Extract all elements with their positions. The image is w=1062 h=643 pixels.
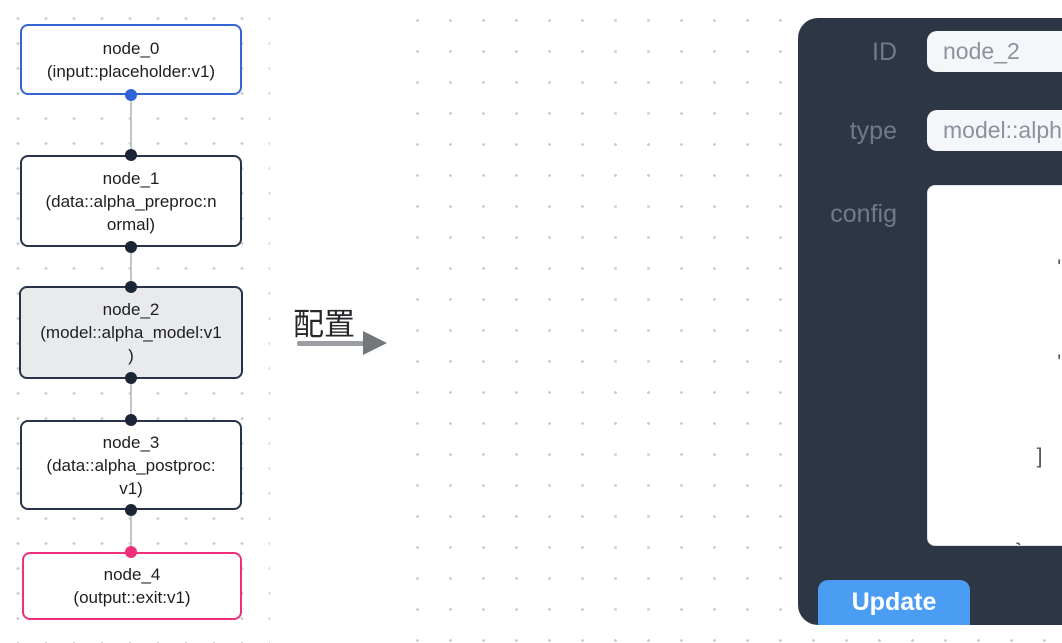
node-title: node_2 [102,300,160,319]
right-arrow-icon [297,341,365,346]
node-title: node_4 [103,565,161,584]
node-subtitle: (input::placeholder:v1) [46,61,216,81]
config-line: "pred" [954,347,1062,379]
flow-canvas: node_0 (input::placeholder:v1) node_1 (d… [0,0,270,643]
flow-node-3[interactable]: node_3 (data::alpha_postproc: v1) [20,420,242,510]
config-textarea[interactable]: "raw_action", "pred" ] }, "trace": { "sc… [927,185,1062,546]
id-input[interactable] [927,31,1062,72]
type-input[interactable] [927,110,1062,151]
node-title: node_0 [102,38,160,58]
flow-node-2-selected[interactable]: node_2 (model::alpha_model:v1 ) [19,286,243,379]
node-config-panel: ID type config "raw_action", "pred" ] },… [798,18,1062,625]
handle-node3-source[interactable] [125,504,137,516]
config-line: "raw_action", [954,252,1062,284]
edge-node3-node4 [130,510,132,552]
handle-node1-source[interactable] [125,241,137,253]
handle-node3-target[interactable] [125,414,137,426]
edge-node1-node2 [130,247,132,287]
config-line: }, [954,536,1062,546]
flow-node-0[interactable]: node_0 (input::placeholder:v1) [20,24,242,95]
node-title: node_3 [102,432,160,452]
node-subtitle: (data::alpha_preproc:n [45,191,217,211]
node-subtitle: ) [128,346,134,365]
handle-node2-target[interactable] [125,281,137,293]
config-field-label: config [830,200,897,228]
edge-node2-node3 [130,378,132,420]
node-subtitle: v1) [119,478,143,498]
handle-node4-target[interactable] [125,546,137,558]
node-subtitle: (data::alpha_postproc: [46,455,216,475]
config-line: ] [954,445,1043,468]
node-subtitle: ormal) [106,214,156,234]
transition-label: 配置 [293,307,355,342]
edge-node0-node1 [130,95,132,155]
handle-node2-source[interactable] [125,372,137,384]
editor-canvas: ID type config "raw_action", "pred" ] },… [390,0,1062,643]
handle-node1-target[interactable] [125,149,137,161]
id-field-label: ID [872,38,897,66]
node-subtitle: (output::exit:v1) [73,588,191,607]
node-title: node_1 [102,168,160,188]
node-subtitle: (model::alpha_model:v1 [40,323,222,342]
flow-node-1[interactable]: node_1 (data::alpha_preproc:n ormal) [20,155,242,247]
flow-node-4[interactable]: node_4 (output::exit:v1) [22,552,242,620]
handle-node0-source[interactable] [125,89,137,101]
type-field-label: type [849,117,897,145]
right-arrow-head-icon [363,331,387,355]
update-button[interactable]: Update [818,580,970,625]
